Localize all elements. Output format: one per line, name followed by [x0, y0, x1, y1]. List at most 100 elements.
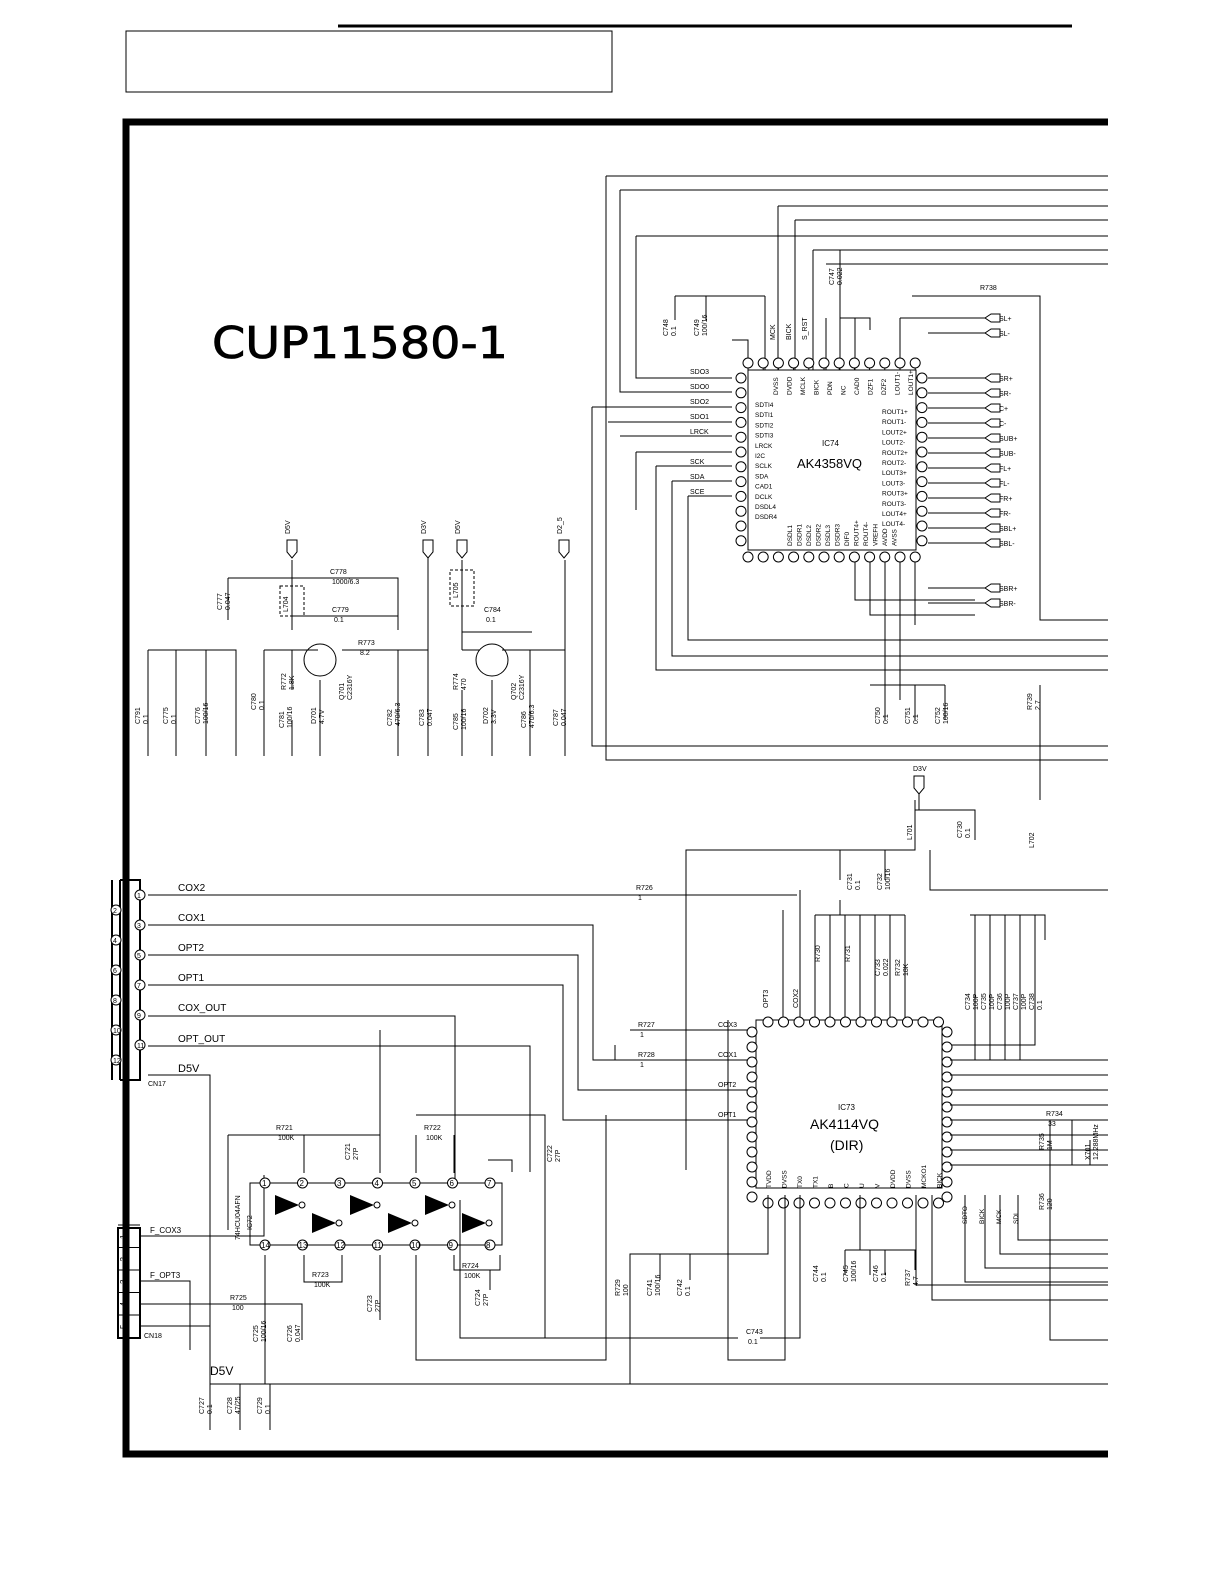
cn17-pin [134, 919, 146, 931]
component-value: 100/16 [655, 1274, 662, 1296]
ic73-bottom-pin [917, 1197, 929, 1209]
cn17-pin-number: 12 [113, 1058, 121, 1065]
net-d5v-2: D5V [210, 1364, 233, 1378]
output-label: SUB+ [928, 433, 1017, 443]
svg-text:D2_5: D2_5 [557, 517, 564, 534]
cn17-pin-number: 3 [137, 923, 141, 930]
sheet-border [122, 118, 1108, 1458]
ic72-pin-number: 6 [450, 1179, 455, 1188]
output-label-text: C- [999, 421, 1007, 428]
ic73-bottom-pin-label: MCKO1 [921, 1165, 928, 1189]
component-value: 0.1 [486, 617, 496, 624]
component-ref: C745 [843, 1265, 850, 1282]
svg-text:D3V: D3V [421, 520, 428, 534]
component-value: 100K [426, 1135, 443, 1142]
ic73-left-pin [746, 1116, 758, 1128]
output-label-text: SBL- [999, 541, 1015, 548]
component-ref: R728 [638, 1052, 655, 1059]
output-label-text: SL+ [999, 316, 1012, 323]
cn17-pin-number: 4 [113, 938, 117, 945]
ic74-right-pin-label: ROUT1+ [882, 409, 908, 416]
ic74-net-label: SDO1 [690, 414, 709, 421]
ic74-bottom-pin [788, 551, 800, 563]
ic72-pin-number: 8 [486, 1241, 491, 1250]
ic74-top-pin [848, 357, 860, 369]
component-value: 0.1 [965, 828, 972, 838]
ic74-right-pin-label: ROUT3- [882, 501, 906, 508]
component-ref: C734 [965, 993, 972, 1010]
ic73-right-pin [941, 1116, 953, 1128]
output-label: SBR- [928, 598, 1016, 608]
ic73-part: AK4114VQ [810, 1116, 879, 1132]
ic73-left-pin [746, 1101, 758, 1113]
component-value: 18K [903, 963, 910, 976]
ic73-bottom-pin-label: DVSS [906, 1170, 913, 1188]
ic74-bottom-pin [772, 551, 784, 563]
ic74-top-pin-label: LOUT1- [895, 372, 902, 395]
ic73-bottom-pin-label: BICK [937, 1172, 944, 1188]
component-ref: Q701 [339, 683, 346, 700]
ic72-pin [334, 1177, 346, 1189]
component-value: 1000/6.3 [332, 579, 359, 586]
ic73-bottom-pin [840, 1197, 851, 1209]
ic73-right-pin [941, 1056, 953, 1068]
ic72-pin-number: 14 [261, 1241, 270, 1250]
ic74-top-pin [803, 357, 815, 369]
component-value: 4.7V [319, 709, 326, 724]
ic74-top-pin [864, 357, 876, 369]
ic73-bottom-pin-label: B [828, 1184, 835, 1188]
component-ref: C727 [199, 1397, 206, 1414]
component-ref: D702 [483, 707, 490, 724]
ic74-top-pin [818, 357, 830, 369]
ic74-right-pin [916, 476, 928, 488]
ic73-right-pin [941, 1041, 953, 1053]
component-value: 100P [1005, 993, 1012, 1010]
component-ref: C747 [829, 268, 836, 285]
ic73-left-pin [746, 1041, 758, 1053]
inverter-gate [350, 1195, 374, 1215]
svg-text:CN17: CN17 [148, 1081, 166, 1088]
inverter-gate [388, 1213, 412, 1233]
inverter-gate [425, 1195, 449, 1215]
ic73-bottom-net-label: BICK [979, 1208, 986, 1224]
ic73-net-label: OPT2 [718, 1082, 736, 1089]
component-ref: C726 [287, 1325, 294, 1342]
component-value: 47/25 [235, 1396, 242, 1414]
svg-text:D5V: D5V [455, 520, 462, 534]
ic72-pin-number: 4 [375, 1179, 380, 1188]
ic74-left-pin [735, 387, 747, 399]
component-ref: R723 [312, 1272, 329, 1279]
output-label-text: SBR- [999, 601, 1016, 608]
net-cox1: COX1 [178, 913, 206, 924]
ic74-right-pin [916, 387, 928, 399]
ic73-ref: IC73 [838, 1103, 855, 1112]
output-label: SBR+ [928, 583, 1017, 593]
ic74-right-pin-label: LOUT3- [882, 480, 905, 487]
output-label: FL- [928, 478, 1010, 488]
cn17-pin-number: 2 [113, 908, 117, 915]
ic72-pin-number: 12 [336, 1241, 345, 1250]
output-label-text: C+ [999, 406, 1008, 413]
component-value: 0.1 [748, 1339, 758, 1346]
d5v-flag-1: D5V [285, 520, 298, 559]
ic73-bottom-pin [933, 1197, 944, 1209]
output-label: FR+ [928, 493, 1012, 503]
ic74-top-net-label: BICK [786, 323, 793, 340]
ic73-bottom-pin [809, 1197, 820, 1209]
ic74-top-pin [894, 357, 906, 369]
output-label-text: SUB+ [999, 436, 1017, 443]
output-label-text: SBR+ [999, 586, 1017, 593]
ic74-left-pin [735, 505, 747, 517]
component-value: 0.1 [881, 1272, 888, 1282]
ic74-top-pin-label: NC [841, 385, 848, 395]
ic74-bottom-pin [909, 551, 921, 563]
d2_5-flag: D2_5 [557, 517, 570, 559]
ic74-left-pin [735, 372, 747, 384]
cn18-pin-number: 4 [119, 1302, 128, 1307]
ic74-left-pin [735, 461, 747, 473]
component-ref: C736 [997, 993, 1004, 1010]
cn18-pin-number: 3 [119, 1279, 128, 1284]
ic74-top-pin-label: DVDD [787, 376, 794, 395]
